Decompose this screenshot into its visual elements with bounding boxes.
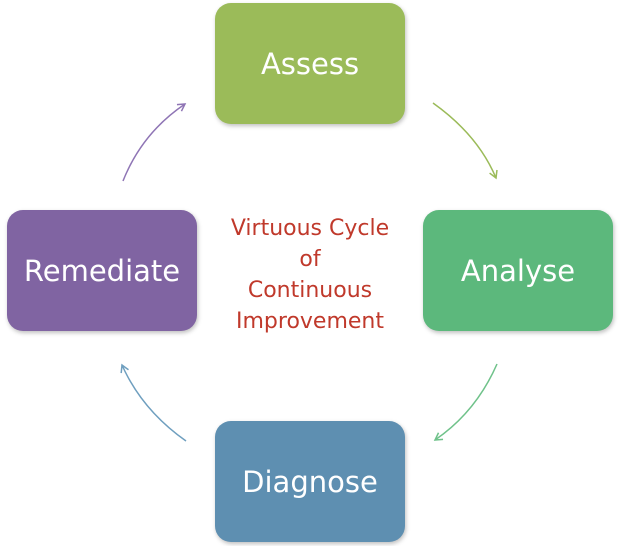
arrow-analyse-to-diagnose bbox=[433, 363, 498, 441]
analyse-node: Analyse bbox=[423, 210, 613, 331]
center-label: Virtuous Cycle of Continuous Improvement bbox=[230, 216, 390, 334]
assess-node: Assess bbox=[215, 3, 405, 124]
arrow-assess-to-analyse bbox=[432, 102, 498, 180]
diagnose-node: Diagnose bbox=[215, 421, 405, 542]
arrow-remediate-to-assess bbox=[122, 103, 187, 182]
remediate-node: Remediate bbox=[7, 210, 197, 331]
arrow-diagnose-to-remediate bbox=[120, 363, 187, 442]
